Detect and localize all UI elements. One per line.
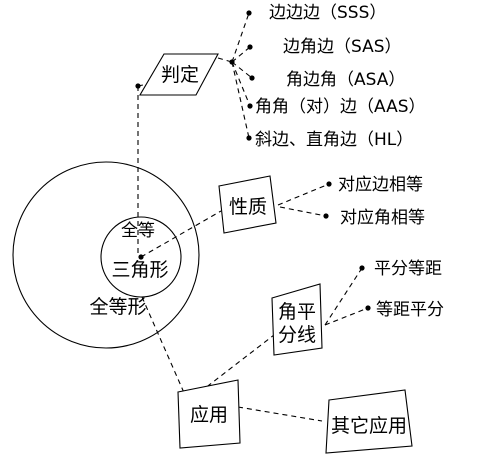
connector-sas [231,46,251,63]
other-application-label: 其它应用 [331,415,407,437]
connector-center-property [140,210,222,258]
bisector-label-line1: 角平 [278,301,316,323]
connector-aas [231,61,251,107]
application-node [177,379,241,449]
equidistant-bisect-dot [365,305,371,311]
center-outer-label: 全等形 [89,296,146,318]
corresponding-sides-dot [326,181,332,187]
connector-hl [231,61,250,139]
connector-property-edge1 [277,183,330,206]
property-label: 性质 [229,196,267,218]
center-inner-bottom-label: 三角形 [111,259,168,281]
judgement-node [139,53,219,96]
aas-dot [247,103,253,109]
judgement-label: 判定 [161,64,199,86]
judgement-item-sss: 边边边（SSS） [269,3,386,23]
property-node [218,175,277,234]
connector-center-application [141,296,186,396]
other-application-node [325,389,413,454]
judgement-junction-dot [135,83,141,89]
center-inner-top-label: 全等 [121,221,155,241]
inner-circle [100,216,182,298]
connector-asa [231,61,253,79]
bisector-node [271,283,323,356]
connector-application-bisector [199,334,275,393]
asa-dot [249,75,255,81]
connector-judgement-left [137,79,168,87]
connector-bisector-1 [324,267,363,326]
connector-bisector-2 [324,307,369,326]
property-item-angles: 对应角相等 [340,208,425,228]
bisector-item-1: 平分等距 [374,259,442,279]
property-item-sides: 对应边相等 [338,175,423,195]
judgement-item-hl: 斜边、直角边（HL） [255,130,413,150]
center-dot [138,254,144,260]
application-label: 应用 [190,404,228,426]
bisect-equidistant-dot [359,265,365,271]
hl-dot [246,135,252,141]
connector-application-other [237,406,323,422]
sas-dot [247,44,253,50]
judgement-item-sas: 边角边（SAS） [283,37,402,57]
connector-property-edge2 [279,206,327,217]
corresponding-angles-dot [323,213,329,219]
judgement-item-aas: 角角（对）边（AAS） [255,97,426,117]
outer-circle [12,161,200,349]
bisector-label-line2: 分线 [278,324,316,346]
judgement-item-asa: 角边角（ASA） [286,70,405,90]
judgement-hub-dot [229,59,235,65]
bisector-item-2: 等距平分 [376,300,444,320]
sss-dot [246,10,252,16]
